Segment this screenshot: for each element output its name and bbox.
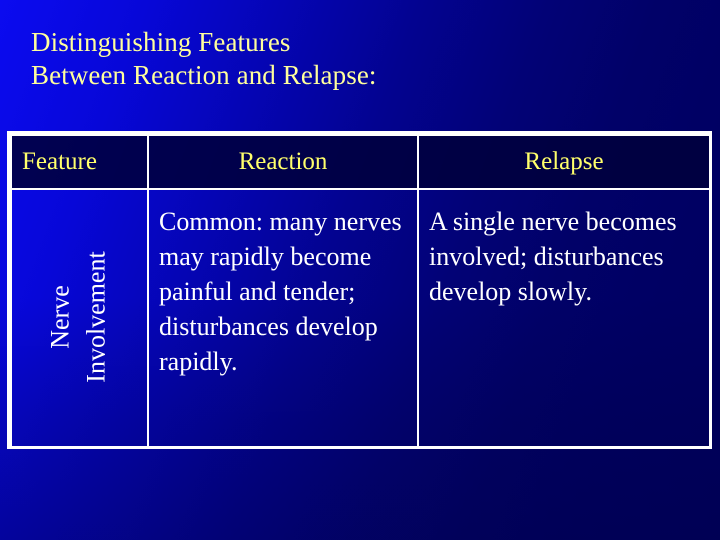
row-label-cell-nerve-involvement: Nerve Involvement: [10, 188, 149, 448]
table-header-row: Feature Reaction Relapse: [10, 134, 711, 190]
rotated-label-wrapper: Nerve Involvement: [12, 190, 145, 444]
column-header-relapse: Relapse: [417, 134, 711, 190]
rotated-label-line-2: Involvement: [81, 251, 111, 383]
column-header-reaction: Reaction: [147, 134, 419, 190]
comparison-table-element: Feature Reaction Relapse Nerve Involveme…: [10, 134, 711, 448]
cell-reaction-text: Common: many nerves may rapidly become p…: [159, 207, 402, 376]
cell-relapse-text: A single nerve becomes involved; disturb…: [429, 207, 677, 306]
rotated-label-line-1: Nerve: [45, 285, 75, 349]
column-header-feature: Feature: [10, 134, 149, 190]
cell-reaction-nerve-involvement: Common: many nerves may rapidly become p…: [147, 188, 419, 448]
table-row: Nerve Involvement Common: many nerves ma…: [10, 188, 711, 448]
slide-title-line-2: Between Reaction and Relapse:: [31, 60, 377, 90]
table-header: Feature Reaction Relapse: [10, 134, 711, 190]
rotated-label-nerve-involvement: Nerve Involvement: [42, 251, 114, 382]
slide-title: Distinguishing Features Between Reaction…: [31, 26, 671, 92]
slide-title-line-1: Distinguishing Features: [31, 27, 291, 57]
comparison-table: Feature Reaction Relapse Nerve Involveme…: [7, 131, 712, 449]
cell-relapse-nerve-involvement: A single nerve becomes involved; disturb…: [417, 188, 711, 448]
table-body: Nerve Involvement Common: many nerves ma…: [10, 188, 711, 448]
